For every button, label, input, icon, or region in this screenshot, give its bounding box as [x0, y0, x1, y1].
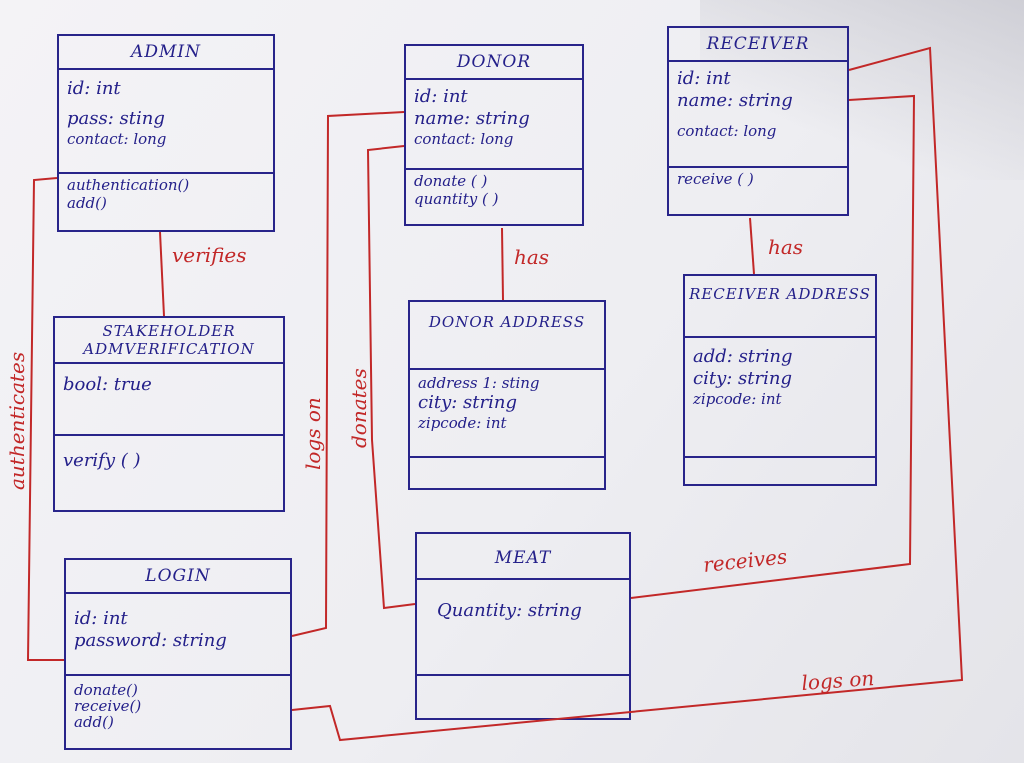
- receiver-attr-contact: contact: long: [677, 122, 777, 140]
- login-methods: donate() receive() add(): [66, 674, 290, 732]
- donor-address-attributes: address 1: sting city: string zipcode: i…: [410, 368, 604, 456]
- admin-attributes: id: int pass: sting contact: long: [59, 68, 273, 172]
- login-class: LOGIN id: int password: string donate() …: [64, 558, 292, 750]
- meat-attr-quantity: Quantity: string: [437, 600, 582, 621]
- stakeholder-attributes: bool: true: [55, 362, 283, 434]
- admin-attr-pass: pass: sting: [67, 108, 165, 129]
- admin-attr-contact: contact: long: [67, 130, 167, 148]
- donor-address-methods: [410, 456, 604, 462]
- meat-class: MEAT Quantity: string: [415, 532, 631, 720]
- receiver-class-name: RECEIVER: [706, 34, 810, 54]
- donor-class-name: DONOR: [456, 52, 532, 72]
- shadow: [700, 0, 1024, 180]
- authenticates-line: [26, 177, 64, 661]
- donor-method-quantity: quantity ( ): [414, 190, 499, 208]
- donor-address-class: DONOR ADDRESS address 1: sting city: str…: [408, 300, 606, 490]
- receiver-address-class-name: RECEIVER ADDRESS: [689, 285, 871, 303]
- stakeholder-class: STAKEHOLDER ADMVERIFICATION bool: true v…: [53, 316, 285, 512]
- donor-has-line: [501, 227, 504, 301]
- donor-methods: donate ( ) quantity ( ): [406, 168, 582, 210]
- donor-address-attr-city: city: string: [418, 392, 517, 413]
- login-attr-id: id: int: [74, 608, 128, 629]
- receiver-attr-id: id: int: [677, 68, 731, 89]
- admin-methods: authentication() add(): [59, 172, 273, 214]
- donor-has-label: has: [514, 245, 549, 269]
- donor-attr-name: name: string: [414, 108, 530, 129]
- receiver-has-line: [749, 217, 755, 275]
- login-method-donate: donate(): [74, 681, 138, 699]
- meat-attributes: Quantity: string: [417, 578, 629, 674]
- stakeholder-methods: verify ( ): [55, 434, 283, 474]
- receiver-methods: receive ( ): [669, 166, 847, 190]
- receiver-attributes: id: int name: string contact: long: [669, 60, 847, 166]
- stakeholder-method-verify: verify ( ): [63, 450, 141, 471]
- receiver-attr-name: name: string: [677, 90, 793, 111]
- receiver-address-attributes: add: string city: string zipcode: int: [685, 336, 875, 456]
- donates-line: [366, 145, 416, 610]
- admin-class-name: ADMIN: [131, 42, 201, 62]
- receiver-class: RECEIVER id: int name: string contact: l…: [667, 26, 849, 216]
- logs-on-bottom-label: logs on: [801, 666, 875, 695]
- receives-line: [630, 94, 916, 599]
- donor-attr-id: id: int: [414, 86, 468, 107]
- meat-class-name: MEAT: [494, 548, 552, 568]
- donates-label: donates: [347, 368, 371, 448]
- receiver-has-label: has: [768, 235, 803, 259]
- admin-class: ADMIN id: int pass: sting contact: long …: [57, 34, 275, 232]
- logs-on-left-label: logs on: [301, 397, 325, 470]
- receiver-address-class: RECEIVER ADDRESS add: string city: strin…: [683, 274, 877, 486]
- donor-method-donate: donate ( ): [414, 172, 488, 190]
- stakeholder-class-name: STAKEHOLDER ADMVERIFICATION: [83, 322, 255, 358]
- login-class-name: LOGIN: [145, 566, 211, 586]
- receiver-address-attr-zipcode: zipcode: int: [693, 390, 782, 408]
- receives-label: receives: [702, 544, 788, 577]
- receiver-address-methods: [685, 456, 875, 462]
- login-attr-password: password: string: [74, 630, 227, 651]
- meat-methods: [417, 674, 629, 680]
- receiver-method-receive: receive ( ): [677, 170, 754, 188]
- authenticates-label: authenticates: [5, 352, 29, 490]
- donor-address-attr-zipcode: zipcode: int: [418, 414, 507, 432]
- verifies-line: [159, 231, 165, 317]
- donor-address-class-name: DONOR ADDRESS: [428, 313, 586, 331]
- login-method-receive: receive(): [74, 697, 142, 715]
- verifies-label: verifies: [172, 243, 247, 267]
- stakeholder-attr-bool: bool: true: [63, 374, 152, 395]
- donor-address-attr-address: address 1: sting: [418, 374, 540, 392]
- donor-attributes: id: int name: string contact: long: [406, 78, 582, 168]
- receiver-address-attr-city: city: string: [693, 368, 792, 389]
- admin-method-authentication: authentication(): [67, 176, 190, 194]
- login-method-add: add(): [74, 713, 114, 731]
- login-attributes: id: int password: string: [66, 592, 290, 674]
- admin-method-add: add(): [67, 194, 107, 212]
- logs-on-left-line: [291, 111, 405, 637]
- logs-on-bottom-line: [291, 46, 964, 742]
- receiver-address-attr-add: add: string: [693, 346, 793, 367]
- admin-attr-id: id: int: [67, 78, 121, 99]
- donor-class: DONOR id: int name: string contact: long…: [404, 44, 584, 226]
- donor-attr-contact: contact: long: [414, 130, 514, 148]
